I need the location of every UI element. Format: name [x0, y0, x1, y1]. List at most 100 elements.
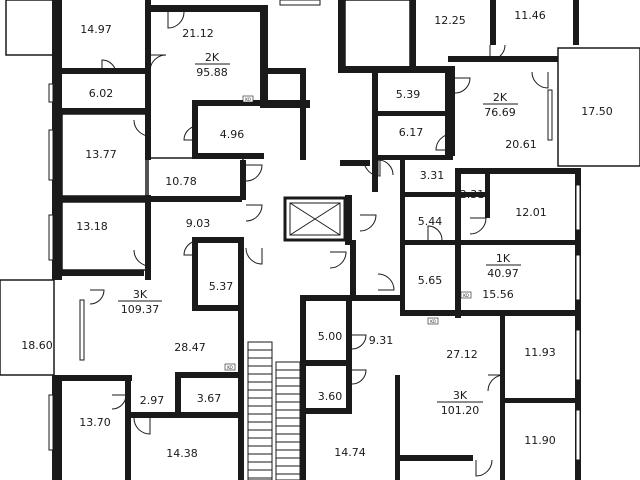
wall — [455, 168, 580, 174]
wall — [52, 108, 150, 114]
room-area-label: 3.60 — [318, 390, 343, 403]
door — [133, 417, 151, 435]
room-area-label: 14.38 — [166, 447, 198, 460]
wall — [500, 398, 580, 403]
door — [351, 334, 367, 350]
wall — [338, 66, 448, 73]
balcony-top-left — [5, 0, 54, 56]
door — [167, 11, 185, 29]
apartment-label: 1K 40.97 — [486, 252, 521, 280]
room-area-label: 13.77 — [85, 148, 117, 161]
apartment-label: 3K 109.37 — [118, 288, 162, 316]
door — [89, 289, 105, 305]
door — [329, 251, 347, 269]
door — [149, 54, 167, 72]
room-area-label: 20.61 — [505, 138, 537, 151]
room-area-label: 11.90 — [524, 434, 556, 447]
door — [531, 71, 549, 89]
room-area-label: 2.31 — [460, 188, 485, 201]
wall — [125, 375, 131, 480]
elevator — [283, 196, 347, 242]
door — [377, 273, 395, 291]
apartment-type: 3K — [453, 389, 468, 402]
door — [245, 247, 263, 265]
window — [48, 129, 54, 181]
wall — [400, 192, 490, 197]
room-outline — [147, 157, 244, 199]
vent-tag-box — [460, 291, 472, 299]
apartment-area: 76.69 — [484, 106, 516, 119]
wall — [52, 0, 62, 70]
door — [245, 204, 263, 222]
room-area-label: 12.01 — [515, 206, 547, 219]
stair-flight — [275, 361, 301, 480]
door — [101, 59, 117, 75]
window — [48, 83, 54, 103]
wall — [192, 237, 198, 307]
wall — [485, 168, 490, 218]
room-area-label: 15.56 — [482, 288, 514, 301]
room-area-label: 6.17 — [399, 126, 424, 139]
door — [475, 459, 493, 477]
door — [487, 374, 505, 392]
room-area-label: 14.74 — [334, 446, 366, 459]
wall — [490, 0, 496, 45]
room-area-label: 27.12 — [446, 348, 478, 361]
wall — [192, 100, 262, 106]
door — [427, 225, 443, 241]
wall — [300, 68, 306, 160]
apartment-type: 3K — [133, 288, 148, 301]
door — [489, 44, 506, 61]
wall — [372, 111, 452, 116]
staircase — [247, 341, 301, 480]
room-area-label: 6.02 — [89, 87, 114, 100]
elevator-cross — [289, 202, 341, 236]
vent-tag-label: KO — [227, 365, 233, 370]
wall — [192, 305, 244, 311]
wall — [575, 168, 581, 480]
room-area-label: 12.25 — [434, 14, 466, 27]
wall — [346, 300, 352, 410]
outline-layer — [0, 0, 640, 376]
wall — [238, 237, 244, 480]
room-area-label: 5.37 — [209, 280, 234, 293]
room-area-label: 21.12 — [182, 27, 214, 40]
wall — [175, 372, 240, 378]
window-layer — [48, 0, 581, 461]
wall — [306, 360, 352, 366]
room-outline — [61, 201, 149, 271]
room-labels: 14.97 21.12 12.25 11.46 6.02 5.39 17.50 … — [21, 9, 613, 460]
wall — [300, 295, 306, 480]
room-area-label: 5.65 — [418, 274, 443, 287]
room-area-label: 9.03 — [186, 217, 211, 230]
wall — [378, 155, 453, 160]
apartment-area: 40.97 — [487, 267, 519, 280]
apartment-area: 101.20 — [441, 404, 480, 417]
wall — [573, 0, 579, 45]
wall — [400, 240, 460, 245]
apartment-type: 2K — [493, 91, 508, 104]
door — [183, 125, 199, 141]
wall — [192, 100, 198, 158]
wall — [300, 295, 400, 301]
wall — [400, 155, 405, 315]
wall — [150, 5, 265, 12]
wall — [338, 0, 345, 72]
room-area-label: 11.46 — [514, 9, 546, 22]
wall — [52, 375, 132, 381]
wall — [145, 0, 151, 160]
room-area-label: 9.31 — [369, 334, 394, 347]
window — [48, 214, 54, 261]
vent-tag-box — [242, 95, 254, 103]
window — [575, 409, 581, 461]
apartment-area: 109.37 — [121, 303, 160, 316]
room-area-label: 14.97 — [80, 23, 112, 36]
wall — [448, 56, 558, 62]
door — [111, 394, 127, 410]
apartment-type: 2K — [205, 51, 220, 64]
door — [133, 119, 151, 137]
room-area-label: 3.67 — [197, 392, 222, 405]
wall — [306, 408, 352, 414]
apartment-label: 3K 101.20 — [437, 389, 483, 417]
room-area-label: 10.78 — [165, 175, 197, 188]
